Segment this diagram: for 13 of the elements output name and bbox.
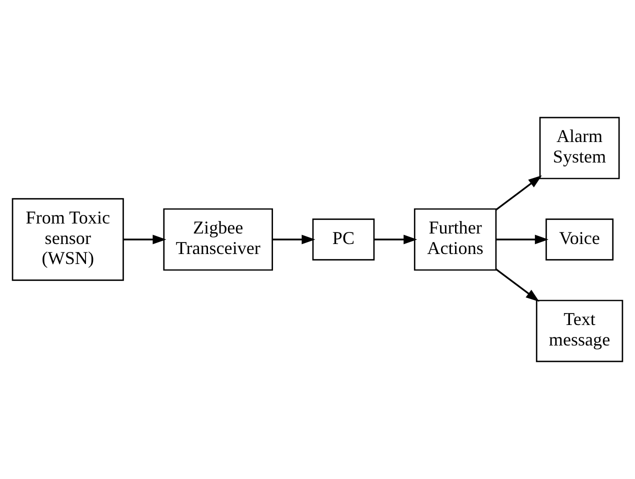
node-box: Further Actions: [414, 208, 497, 271]
arrow: [272, 234, 316, 244]
node-box: Alarm System: [539, 116, 620, 180]
node-box: Text message: [536, 300, 624, 362]
arrow: [496, 234, 548, 244]
arrow: [496, 175, 542, 210]
arrow: [123, 234, 166, 244]
node-box: From Toxic sensor (WSN): [12, 198, 124, 281]
node-box: Zigbee Transceiver: [163, 208, 273, 271]
node-box: PC: [312, 218, 375, 260]
arrow: [496, 268, 540, 302]
node-box: Voice: [546, 218, 614, 260]
arrow: [374, 234, 418, 244]
